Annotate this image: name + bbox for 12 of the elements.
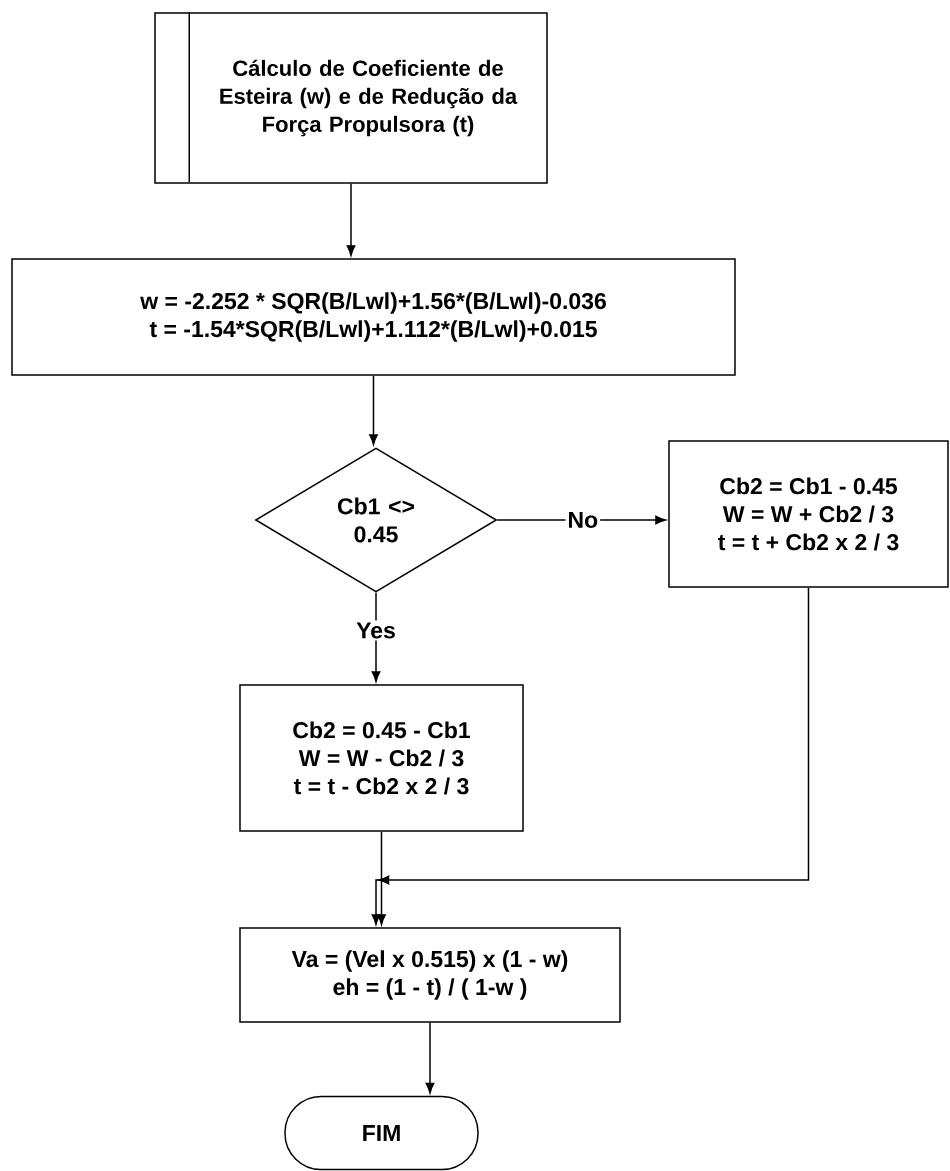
- process-box: Cb2 = 0.45 - Cb1 W = W - Cb2 / 3 t = t - Cb2 x 2 / 3: [239, 684, 524, 832]
- arrow: [377, 831, 386, 925]
- arrow: [346, 183, 356, 256]
- process-box: w = -2.252 * SQR(B/Lwl)+1.56*(B/Lwl)-0.036 t = -1.54*SQR(B/Lwl)+1.112*(B/Lwl)+0.015: [11, 258, 736, 376]
- process-box: Va = (Vel x 0.515) x (1 - w) eh = (1 - t) / ( 1-w ): [239, 927, 621, 1023]
- arrow: [369, 375, 378, 445]
- arrow: [371, 587, 810, 925]
- edge-label: Yes: [354, 620, 398, 641]
- edge-label: No: [565, 509, 601, 530]
- process-box: Cb2 = Cb1 - 0.45 W = W + Cb2 / 3 t = t + Cb2 x 2 / 3: [668, 440, 949, 588]
- predefined-process-box: Cálculo de Coeficiente de Esteira (w) e de Redução da Força Propulsora (t): [154, 12, 548, 184]
- arrow: [425, 1022, 435, 1094]
